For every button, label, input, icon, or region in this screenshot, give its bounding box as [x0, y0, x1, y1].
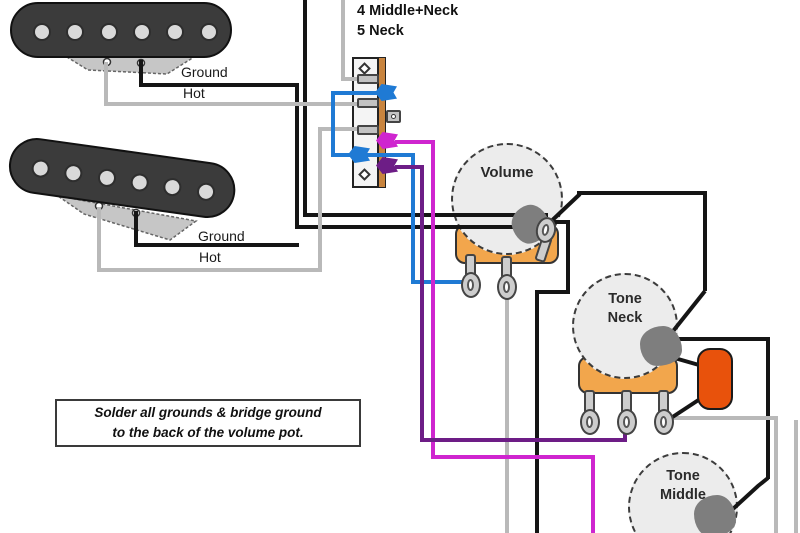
toneneck-solder-blob: [640, 326, 682, 366]
tonemiddle-solder-blob: [694, 495, 736, 533]
wire-neck-pickup-hot: [104, 62, 108, 106]
wire-blue-to-volume: [411, 153, 415, 284]
wire-volume-output: [505, 294, 509, 533]
lug-hole: [391, 114, 396, 119]
middle-ground-label: Ground: [198, 228, 245, 244]
wire-blue-jumper: [331, 91, 335, 157]
switch-position-label-4: 4 Middle+Neck: [357, 3, 459, 19]
pole-piece: [166, 23, 184, 41]
pole-piece: [200, 23, 218, 41]
purple-connector: [376, 157, 398, 174]
wire-toneneck-lug-gray: [774, 416, 778, 533]
toneneck-label-line2: Neck: [607, 310, 643, 326]
wire-ground-bus-upper: [303, 213, 548, 217]
wire-purple: [395, 165, 424, 169]
wire-volume-to-claw-ground: [537, 290, 570, 294]
wire-magenta: [591, 455, 595, 533]
wire-middle-pickup-ground: [134, 211, 138, 247]
pole-piece: [66, 23, 84, 41]
blue-connector: [375, 84, 397, 101]
wire-volume-to-toneneck-casing: [577, 191, 707, 195]
neck-hot-label: Hot: [183, 85, 205, 101]
wire-toneneck-to-tonemiddle-casing: [676, 337, 770, 341]
wire-volume-to-toneneck-casing: [703, 191, 707, 291]
toneneck-lug2: [617, 409, 637, 435]
wire-blue-to-volume: [331, 153, 415, 157]
pole-piece: [100, 23, 118, 41]
volume-lug-input: [461, 272, 481, 298]
wire-volume-to-claw-ground: [566, 220, 570, 294]
tone-capacitor: [697, 348, 733, 410]
middle-pickup-baseplate: [57, 195, 198, 241]
switch-output-lug: [386, 110, 401, 123]
toneneck-lug1: [580, 409, 600, 435]
wire-neck-pickup-hot: [104, 102, 372, 106]
toneneck-lug3: [654, 409, 674, 435]
middle-hot-label: Hot: [199, 249, 221, 265]
switch-position-label-5: 5 Neck: [357, 23, 404, 39]
wire-neck-pickup-ground: [139, 83, 299, 87]
wire-middle-pickup-ground: [134, 243, 299, 247]
wire-volume-to-claw-ground: [548, 220, 570, 224]
lug-hole: [467, 279, 474, 291]
neck-pickup-body: [10, 2, 232, 58]
switch-lug: [357, 98, 379, 108]
switch-mount-strip: [378, 57, 386, 188]
neck-pickup-baseplate: [59, 53, 197, 75]
switch-lug: [357, 125, 379, 135]
wire-ground-bus-lower: [295, 225, 543, 229]
wire-magenta: [395, 140, 435, 144]
wire-middle-pickup-hot: [318, 127, 322, 272]
wire-volume-to-claw-ground: [535, 290, 539, 533]
switch-lug: [357, 74, 379, 84]
pole-piece: [33, 23, 51, 41]
wire-middle-pickup-hot: [318, 127, 372, 131]
wire-toneneck-to-tonemiddle-casing: [766, 337, 770, 479]
toneneck-label-line1: Tone: [608, 291, 642, 307]
wire-purple: [420, 165, 424, 442]
lug-hole: [503, 281, 510, 293]
tonemiddle-label-line2: Middle: [660, 487, 706, 503]
volume-label: Volume: [480, 164, 534, 181]
magenta-connector: [376, 132, 398, 149]
wire-purple: [420, 438, 627, 442]
wire-middle-pickup-hot: [97, 268, 322, 272]
lug-hole: [586, 416, 593, 428]
pole-piece: [133, 23, 151, 41]
wire-middle-pickup-hot: [97, 207, 101, 272]
lug-hole: [540, 223, 551, 237]
wire-neck-ground-vertical: [295, 83, 299, 229]
grounding-note: Solder all grounds & bridge ground to th…: [55, 399, 361, 447]
wire-magenta: [431, 140, 435, 459]
wire-bridge-hot: [341, 0, 345, 81]
wire-edge-gray: [794, 420, 798, 533]
lug-hole: [660, 416, 667, 428]
wire-toneneck-lug-gray: [668, 416, 778, 420]
grounding-note-line2: to the back of the volume pot.: [112, 425, 304, 440]
neck-ground-label: Ground: [181, 64, 228, 80]
lug-hole: [623, 416, 630, 428]
wire-magenta: [431, 455, 595, 459]
wire-blue-jumper: [333, 91, 383, 95]
wire-blue-to-volume: [411, 280, 468, 284]
blue-connector: [348, 146, 370, 163]
grounding-note-line1: Solder all grounds & bridge ground: [94, 404, 322, 420]
wire-neck-pickup-ground: [139, 60, 143, 87]
volume-lug-output: [497, 274, 517, 300]
tonemiddle-label-line1: Tone: [666, 468, 700, 484]
wire-bridge-ground-vertical: [303, 0, 307, 217]
